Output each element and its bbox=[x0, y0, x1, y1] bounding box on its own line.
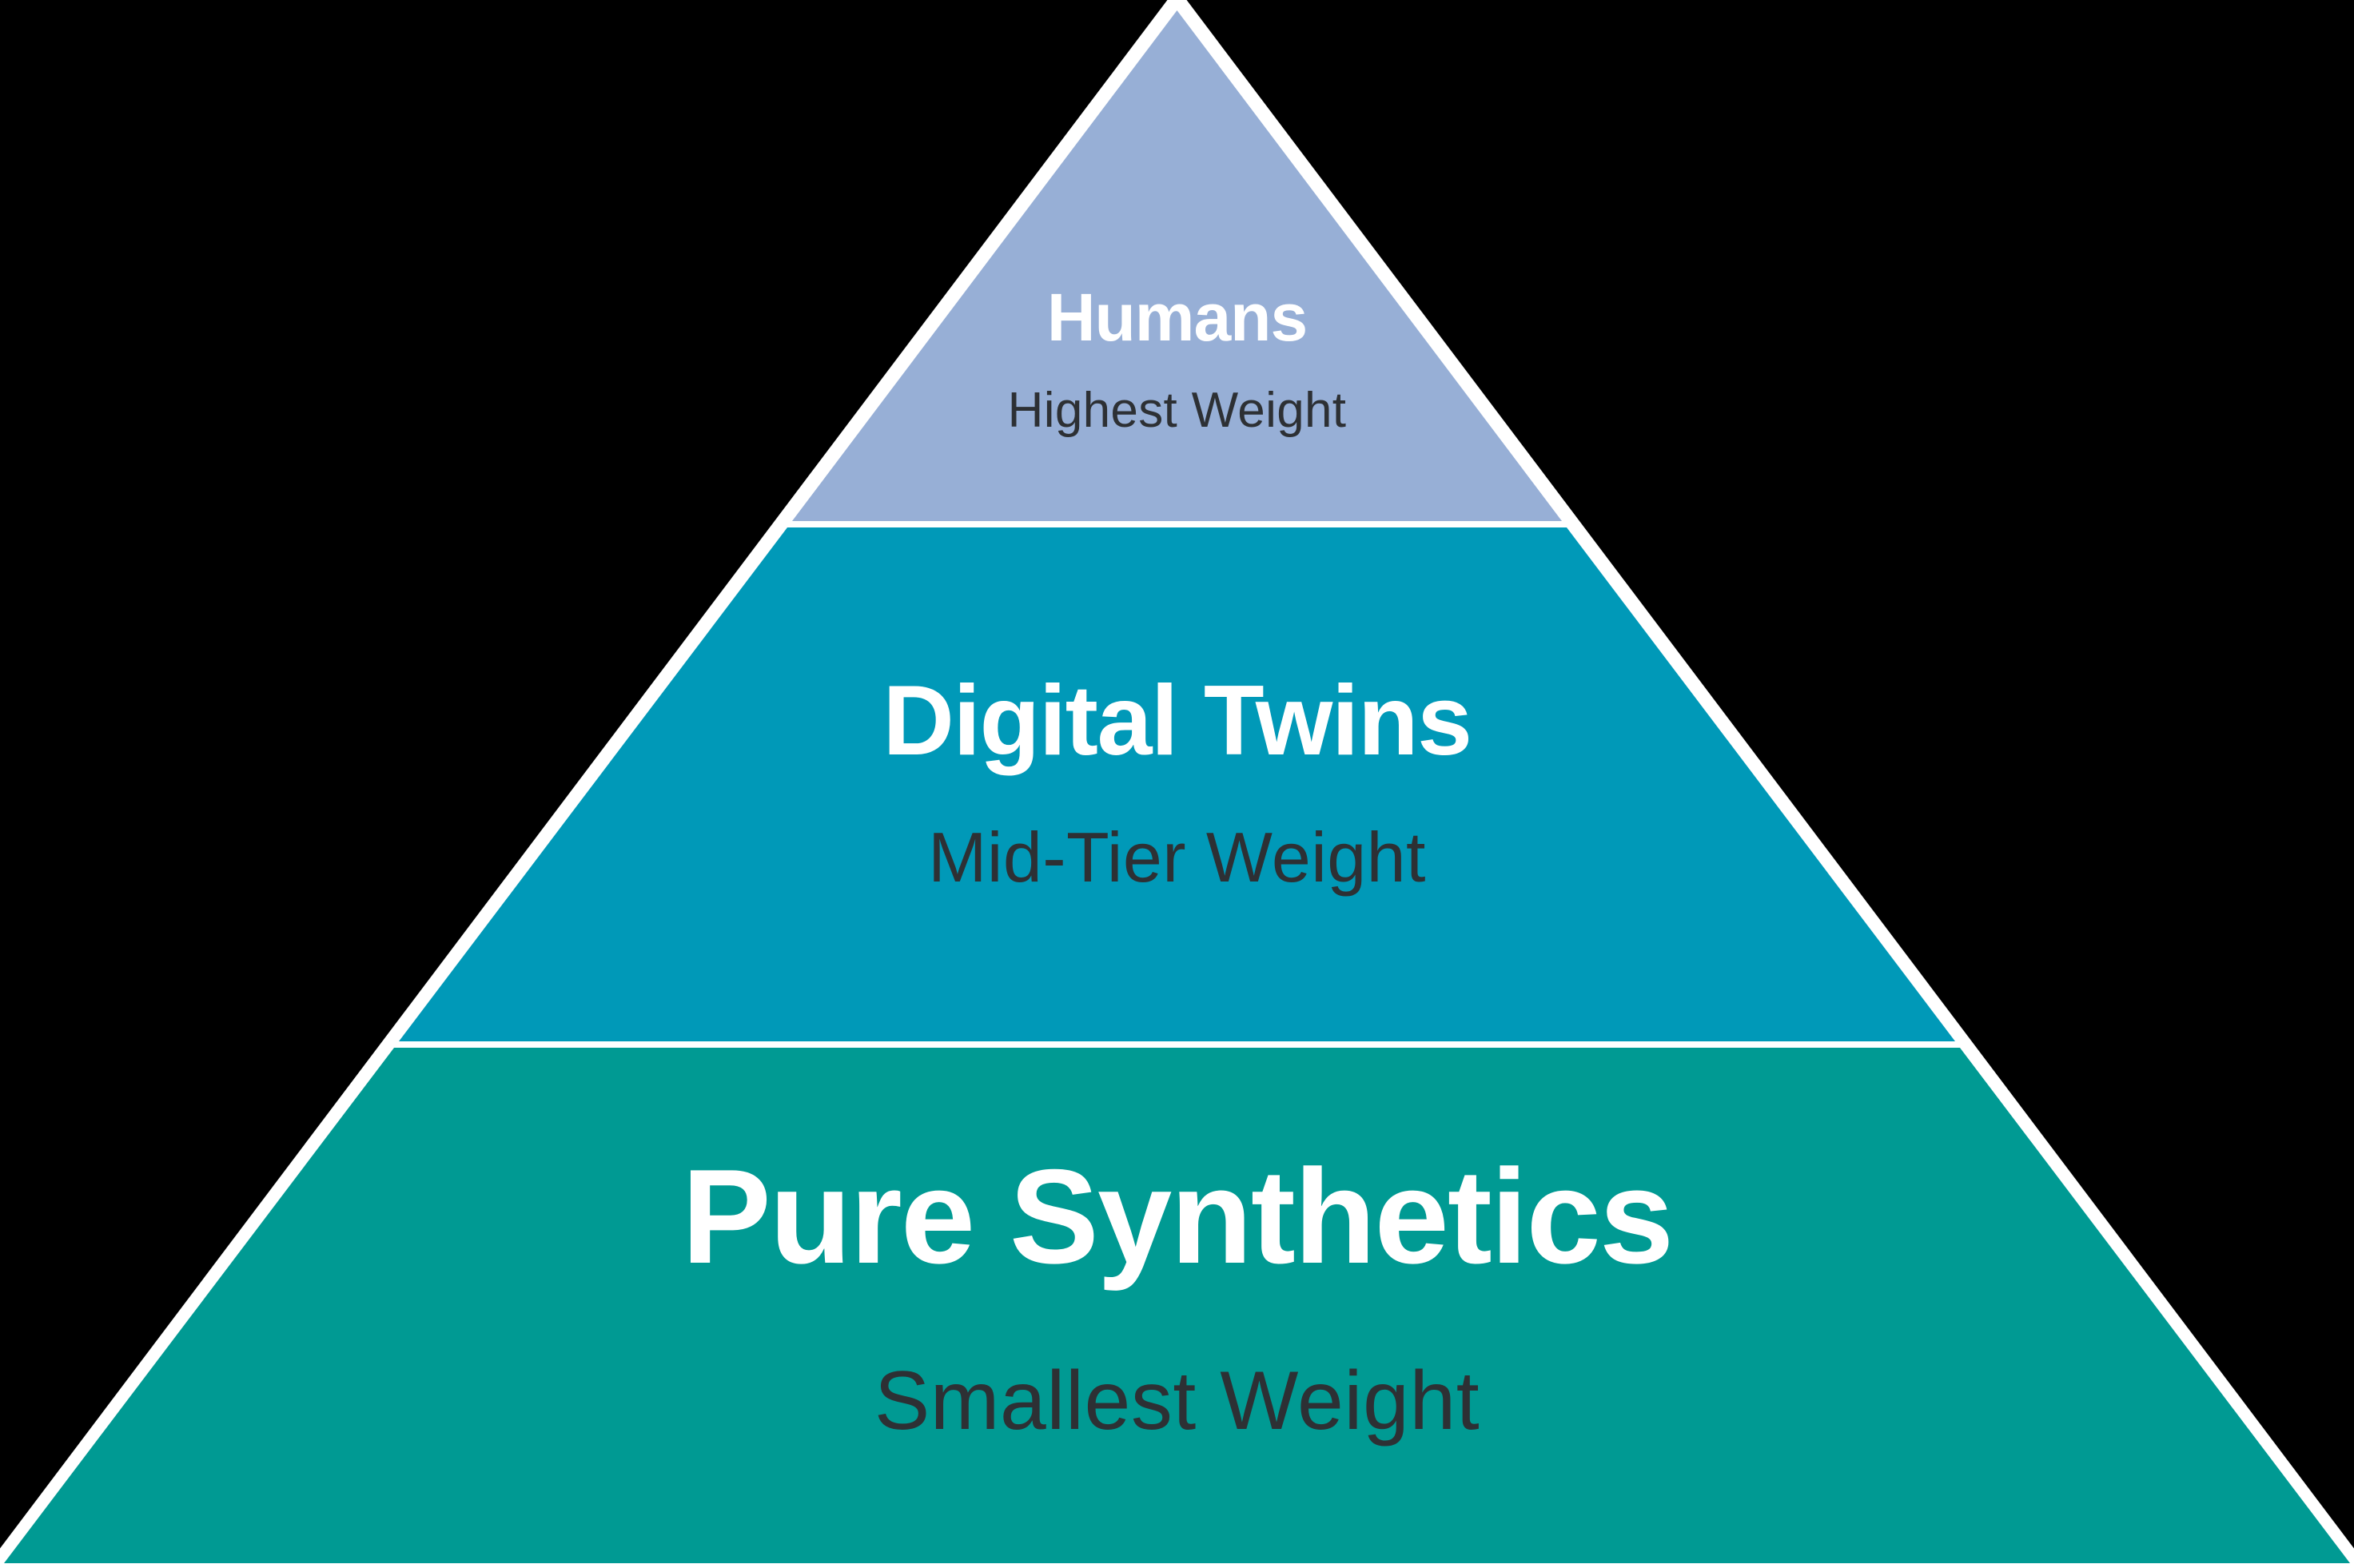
tier-humans-title: Humans bbox=[1046, 280, 1308, 355]
tier-digital-twins-subtitle: Mid-Tier Weight bbox=[928, 818, 1426, 897]
tier-pure-synthetics-subtitle: Smallest Weight bbox=[874, 1355, 1480, 1447]
tier-pure-synthetics-title: Pure Synthetics bbox=[681, 1141, 1675, 1291]
tier-humans-subtitle: Highest Weight bbox=[1007, 383, 1347, 438]
tier-digital-twins-title: Digital Twins bbox=[882, 666, 1472, 776]
